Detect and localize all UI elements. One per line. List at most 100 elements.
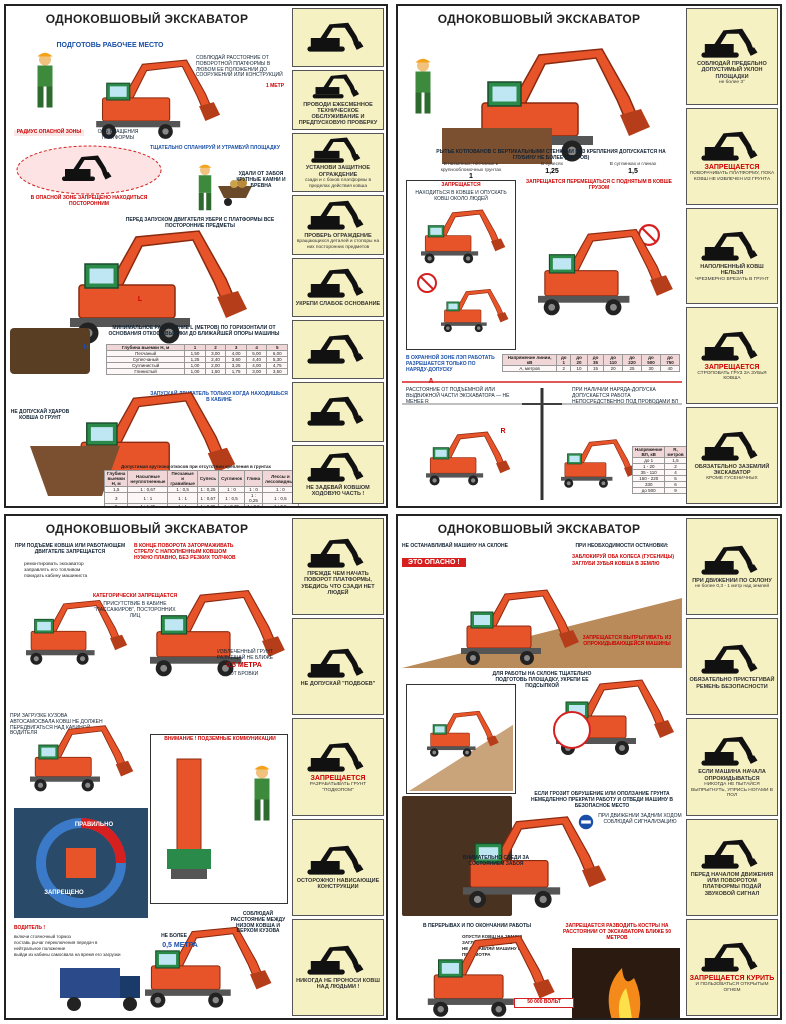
label-engine: ЗАПУСКАЙ ДВИГАТЕЛЬ ТОЛЬКО КОГДА НАХОДИШЬ…: [150, 391, 288, 403]
label-before-start: ПЕРЕД ЗАПУСКОМ ДВИГАТЕЛЯ УБЕРИ С ПЛАТФОР…: [125, 217, 275, 229]
label-remove: УДАЛИ ОТ ЗАБОЯ КРУПНЫЕ КАМНИ И БРЕВНА: [236, 171, 286, 189]
table-cell: 1 : 1: [167, 503, 198, 506]
trench-image: [10, 328, 90, 374]
list-item: поставь рычаг переключения передач в ней…: [14, 939, 98, 951]
table-cell: 1,50: [204, 368, 227, 375]
depth-value: 1,25: [545, 167, 559, 175]
excavator-silhouette-icon: [696, 643, 768, 677]
depth-list: В насыпных, песчаных и крупнообломочных …: [432, 162, 672, 180]
table-cell: 1 : 0,25: [243, 492, 264, 504]
table-cell: 1,75: [225, 368, 247, 375]
table-cell: до 500: [631, 487, 666, 494]
sidebar-cell: ПРЕЖДЕ ЧЕМ НАЧАТЬ ПОВОРОТ ПЛАТФОРМЫ, УБЕ…: [292, 518, 384, 616]
table-cell: 25: [622, 365, 642, 372]
table-header-cell: Лессы и лессовидные: [262, 470, 299, 487]
sidebar-cell-text: сзади и с боков платформы в пределах дей…: [304, 178, 371, 189]
no-entry-icon: [578, 814, 594, 830]
excavator-silhouette-icon: [302, 199, 374, 233]
label-slope: ДЛЯ РАБОТЫ НА СКЛОНЕ ТЩАТЕЛЬНО ПОДГОТОВЬ…: [492, 671, 592, 689]
sidebar-cell-title: ОБЯЗАТЕЛЬНО ПРИСТЕГИВАЙ РЕМЕНЬ БЕЗОПАСНО…: [689, 677, 775, 690]
trench-image: [442, 128, 552, 164]
label-volts: 50 000 вольт: [514, 998, 574, 1008]
excavator-silhouette-icon: [696, 130, 768, 164]
label-forbidden: Запрещается: [441, 182, 481, 188]
list-item: заправлять его топливом: [24, 568, 81, 574]
table-cell: 1 : 0,25: [196, 486, 220, 493]
label-truck: При загрузке кузова автосамосвала ковш Н…: [10, 713, 103, 737]
sidebar-cell: ЗапрещаетсяРАЗРАБАТЫВАТЬ ГРУНТ "ПОДКОПОМ…: [292, 718, 384, 816]
no-entry-icon: [417, 273, 437, 293]
wheelbarrow-icon: [218, 178, 252, 206]
table-cell: 30: [641, 365, 661, 372]
label-signals: При движении задним ходом соблюдай сигна…: [598, 813, 682, 825]
table-header-cell: Насыпные неуплотненные: [127, 470, 169, 487]
sidebar-cell-text: не более 3°: [718, 80, 745, 86]
sidebar-cell-title: ОБЯЗАТЕЛЬНО ЗАЗЕМЛИЙ ЭКСКАВАТОР: [694, 463, 770, 476]
excavator-silhouette-icon: [302, 537, 374, 571]
worker-figure: [247, 765, 277, 825]
table-cell: 3: [103, 492, 129, 504]
excavator-silhouette-icon: [302, 395, 374, 429]
sidebar-cell-title: ПРОВЕРЬ ОГРАЖДЕНИЕ: [304, 233, 372, 240]
sidebar-cell-text: РАЗРАБАТЫВАТЬ ГРУНТ "ПОДКОПОМ": [309, 781, 367, 793]
table-cell: 15: [586, 365, 605, 372]
table-cell: 10: [570, 365, 588, 372]
table-header-cell: Глина: [243, 470, 264, 487]
label-radius: Радиус опасной зоны: [14, 129, 84, 136]
label-H: H: [83, 344, 89, 351]
sidebar-cell: ОСТОРОЖНО! НАВИСАЮЩИЕ КОНСТРУКЦИИ: [292, 818, 384, 916]
poster-main: НЕ ОСТАНАВЛИВАЙ МАШИНУ НА СКЛОНЕ ЭТО ОПА…: [402, 538, 682, 1018]
table-header-cell: до 20: [570, 354, 588, 366]
sidebar-cell-title: Запрещается: [704, 363, 760, 371]
excavator-silhouette-icon: [302, 21, 374, 55]
table-cell: 1 : 0,67: [196, 492, 220, 504]
table-header-cell: Напряжение линии, кВ: [501, 354, 558, 366]
sidebar-cell: [292, 8, 384, 68]
dump-truck: [60, 968, 140, 1011]
label-forbidden-sub: находиться в ковше и опускать ковш около…: [415, 190, 507, 202]
table-cell: 1 : 0,5: [218, 492, 245, 504]
table-cell: 1 : 1: [167, 492, 198, 504]
excavator-trench: [134, 574, 294, 694]
table-cell: 3,00: [245, 368, 268, 375]
excavator-silhouette-icon: [302, 136, 374, 166]
table-cell: 1 : 0,5: [262, 503, 299, 506]
right-wrong-illustration: [14, 808, 148, 918]
label-lifting: ПРИ ПОДЪЕМЕ КОВША ИЛИ РАБОТАЮЩЕМ ДВИГАТЕ…: [14, 543, 126, 555]
label-dig: РЫТЬЕ КОТЛОВАНОВ С ВЕРТИКАЛЬНЫМИ СТЕНКАМ…: [436, 149, 666, 161]
sidebar-cell-title: НИКОГДА НЕ ПРОНОСИ КОВШ НАД ЛЮДЬМИ !: [296, 978, 380, 991]
sidebar-cell-text: не более 0,3 - 1 метр над землей: [694, 584, 770, 589]
sidebar-cell: НИКОГДА НЕ ПРОНОСИ КОВШ НАД ЛЮДЬМИ !: [292, 918, 384, 1017]
excavator-silhouette-icon: [696, 27, 768, 61]
soil-type: В супесях: [541, 162, 563, 167]
sidebar-cell-title: НЕ ЗАДЕВАЙ КОВШОМ ХОДОВУЮ ЧАСТЬ !: [306, 485, 370, 498]
table-cell: 5: [103, 503, 129, 506]
sidebar-cell-title: ПРЕЖДЕ ЧЕМ НАЧАТЬ ПОВОРОТ ПЛАТФОРМЫ, УБЕ…: [301, 570, 375, 596]
sidebar-cell-title: НАПОЛНЕННЫЙ КОВШ НЕЛЬЗЯ: [700, 263, 764, 277]
table-cell: Глинистый: [105, 368, 186, 375]
sidebar-cell-text: ЧРЕЗМЕРНО ВРЕЗАТЬ В ГРУНТ: [695, 276, 769, 282]
table-header-cell: Глубина выемки Н, м: [103, 470, 129, 487]
table-cell: 1 : 0,75: [218, 503, 245, 506]
poster-3: ОДНОКОВШОВЫЙ ЭКСКАВАТОР ПРИ ПОДЪЕМЕ КОВШ…: [4, 514, 388, 1020]
table-header-cell: до 750: [659, 354, 681, 366]
poster-main: ПОДГОТОВЬ РАБОЧЕЕ МЕСТО Соблюдай расстоя…: [10, 28, 299, 506]
excavator-silhouette-icon: [696, 544, 768, 578]
label-axis: Ось вращения платформы: [97, 129, 139, 141]
label-end-turn: В КОНЦЕ ПОВОРОТА ЗАТОРМАЖИВАТЬ СТРЕЛУ С …: [134, 543, 236, 561]
poster-main: ПРИ ПОДЪЕМЕ КОВША ИЛИ РАБОТАЮЩЕМ ДВИГАТЕ…: [10, 538, 288, 1014]
sidebar-cell-title: Запрещается КУРИТЬ: [689, 975, 775, 983]
sidebar-cell-title: ПЕРЕД НАЧАЛОМ ДВИЖЕНИЯ ИЛИ ПОВОРОТОМ ПЛА…: [690, 871, 774, 897]
label-wrong: ЗАПРЕЩЕНО: [44, 890, 84, 896]
label-plan: ТЩАТЕЛЬНО СПЛАНИРУЙ И УТРАМБУЙ ПЛОЩАДКУ: [150, 145, 280, 151]
excavator-silhouette-icon: [302, 333, 374, 367]
label-soil: Извлеченный грунт размещай не ближе: [216, 649, 274, 661]
label-driver: ВОДИТЕЛЬ !: [14, 925, 46, 931]
